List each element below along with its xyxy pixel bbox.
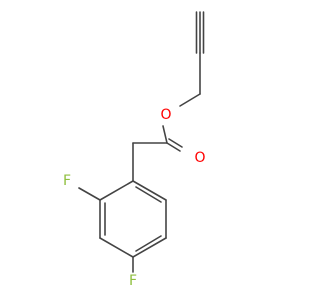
ring-bond-3: [132, 237, 167, 258]
c-f-ortho-bond: [78, 187, 101, 201]
fluorine-para-label: F: [129, 273, 137, 289]
bonds: [78, 11, 205, 273]
carbonyl-double-bond-b: [168, 138, 183, 148]
oxygen-carbonyl-label: O: [194, 150, 205, 166]
ring-bond-6: [99, 180, 134, 201]
ring-bond-4: [99, 237, 134, 258]
atom-labels: O O F F: [63, 107, 206, 289]
oxygen-ester-label: O: [160, 107, 171, 123]
structure-drawing: O O F F: [63, 11, 206, 289]
ch2-o-bond: [179, 93, 201, 107]
ring-inner-bond-2: [135, 235, 162, 252]
carbonyl-double-bond-a: [166, 142, 181, 152]
molecule-canvas: O O F F: [63, 11, 206, 289]
o-carbonyl-bond: [162, 125, 168, 144]
fluorine-ortho-label: F: [63, 173, 71, 189]
ring-inner-bond-1: [135, 186, 162, 203]
ring-bond-1: [132, 180, 167, 201]
